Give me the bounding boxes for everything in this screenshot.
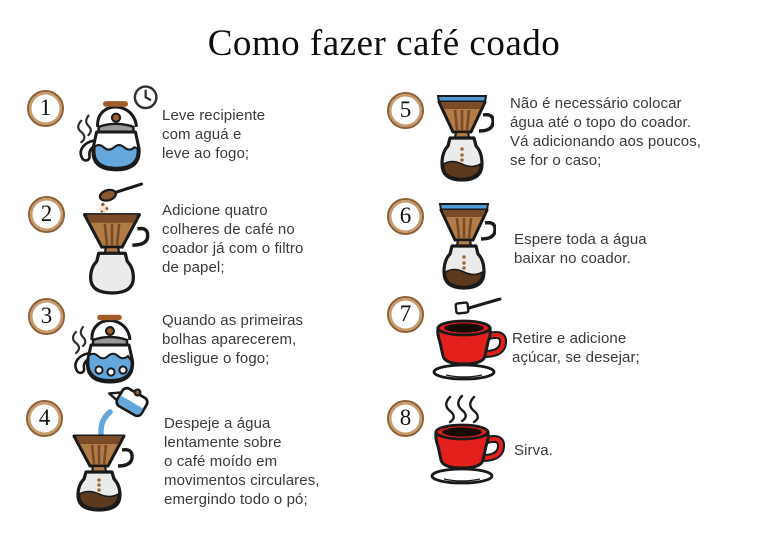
step-7-text: Retire e adicione açúcar, se desejar; bbox=[512, 330, 640, 366]
step-number: 2 bbox=[40, 201, 53, 226]
step-6-text: Espere toda a água baixar no coador. bbox=[514, 231, 647, 267]
steaming-red-cup-icon bbox=[430, 394, 506, 485]
red-cup-sugar-spoon-icon bbox=[432, 297, 508, 381]
step-number: 5 bbox=[399, 97, 412, 122]
page-title: Como fazer café coado bbox=[207, 23, 561, 64]
step-6-number-badge: 6 bbox=[387, 198, 424, 235]
dripper-spoon-icon bbox=[82, 182, 150, 295]
step-4-text: Despeje a água lentamente sobre o café m… bbox=[164, 415, 320, 508]
step-1-text: Leve recipiente com aguá e leve ao fogo; bbox=[162, 107, 266, 162]
step-number: 3 bbox=[40, 303, 53, 328]
pouring-kettle-dripper-icon bbox=[72, 386, 149, 512]
step-number: 8 bbox=[399, 405, 412, 430]
step-2-text: Adicione quatro colheres de café no coad… bbox=[162, 202, 304, 276]
step-4-number-badge: 4 bbox=[26, 400, 63, 437]
step-8-number-badge: 8 bbox=[387, 400, 424, 437]
step-5-text: Não é necessário colocar água até o topo… bbox=[510, 95, 702, 169]
boiling-kettle-icon bbox=[71, 314, 135, 384]
step-3-number-badge: 3 bbox=[28, 298, 65, 335]
step-number: 4 bbox=[38, 405, 51, 430]
step-number: 6 bbox=[399, 203, 412, 228]
step-3-text: Quando as primeiras bolhas aparecerem, d… bbox=[162, 312, 304, 367]
dripper-water-icon bbox=[436, 95, 494, 182]
step-number: 7 bbox=[399, 301, 412, 326]
step-2-number-badge: 2 bbox=[28, 196, 65, 233]
step-7-number-badge: 7 bbox=[387, 296, 424, 333]
step-8-text: Sirva. bbox=[514, 442, 553, 459]
step-number: 1 bbox=[39, 95, 52, 120]
step-1-number-badge: 1 bbox=[27, 90, 64, 127]
dripper-water-icon bbox=[438, 203, 496, 290]
kettle-clock-icon bbox=[77, 85, 158, 172]
step-5-number-badge: 5 bbox=[387, 92, 424, 129]
